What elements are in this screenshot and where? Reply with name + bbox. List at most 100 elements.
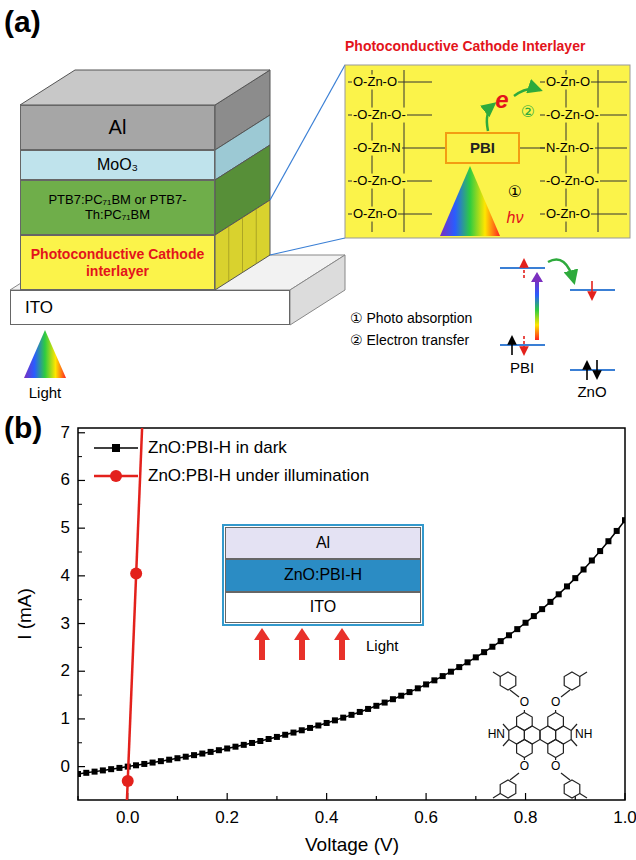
figure-label: ①: [508, 183, 522, 201]
data-marker-square: [199, 751, 205, 757]
data-marker-square: [183, 754, 189, 760]
substrate-layer: ITO: [10, 290, 290, 325]
node-text: ITO: [310, 598, 336, 616]
data-marker-square: [357, 709, 363, 715]
y-tick: [78, 575, 85, 576]
data-marker-square: [349, 712, 355, 718]
x-tick: [624, 793, 625, 800]
data-marker-square: [581, 567, 587, 573]
data-marker-square: [407, 689, 413, 695]
zoom-line: [270, 65, 345, 200]
ring: [548, 713, 564, 731]
y-tick: [78, 528, 85, 529]
data-marker-square: [158, 758, 164, 764]
tick-label: 0.6: [414, 808, 438, 828]
lattice-row: N-Zn-O-: [545, 141, 595, 156]
photon-beam: [440, 166, 500, 236]
data-marker-square: [191, 752, 197, 758]
methyl-bond: [580, 672, 587, 677]
figure-label: hν: [507, 209, 524, 227]
tick-label: 1.0: [613, 808, 636, 828]
data-marker-square: [373, 703, 379, 709]
x-tick: [177, 796, 178, 800]
interlayer-grid-line: [256, 209, 257, 264]
data-marker-square: [523, 620, 529, 626]
data-marker-square: [605, 538, 611, 544]
methyl-bond: [493, 672, 500, 677]
x-tick: [425, 793, 426, 800]
ito-side-face: [290, 255, 345, 325]
data-marker-square: [423, 681, 429, 687]
data-marker-square: [274, 734, 280, 740]
inset-layer: Al: [225, 527, 421, 559]
node-text: PTB7:PC₇₁BM or PTB7-Th:PC₇₁BM: [26, 193, 209, 223]
tick-label: 4: [61, 566, 70, 586]
data-marker-square: [208, 749, 214, 755]
tick-label: 1: [61, 709, 70, 729]
tick-label: 7: [61, 423, 70, 443]
data-marker-square: [465, 659, 471, 665]
y-tick: [78, 480, 85, 481]
plot-frame: [78, 428, 625, 800]
data-marker-square: [622, 517, 625, 523]
y-tick: [78, 432, 85, 433]
lattice-bond: [598, 70, 599, 232]
inset-frame: [223, 525, 423, 625]
energy-level: [570, 369, 615, 371]
data-marker-square: [506, 632, 512, 638]
data-marker-square: [390, 696, 396, 702]
legend-text: ZnO:PBI-H under illumination: [148, 466, 369, 486]
light-beam: [24, 330, 66, 378]
node-text: MoO₃: [97, 156, 138, 174]
data-marker-square: [498, 638, 504, 644]
lattice-bond: [404, 70, 405, 232]
data-marker-square: [398, 693, 404, 699]
lattice-row: O-Zn-O: [352, 75, 398, 90]
x-tick: [525, 793, 526, 800]
bond: [561, 690, 570, 697]
data-marker-square: [415, 685, 421, 691]
data-marker-square: [572, 575, 578, 581]
node-text: Al: [316, 534, 330, 552]
device-layer: Al: [20, 105, 215, 150]
data-marker-square: [539, 606, 545, 612]
legend-marker: [110, 470, 122, 482]
y-tick: [78, 718, 85, 719]
y-minor-tick: [78, 695, 82, 696]
y-minor-tick: [78, 456, 82, 457]
figure-label: O: [520, 760, 529, 774]
phenyl-ring: [500, 672, 516, 690]
data-marker-square: [315, 722, 321, 728]
data-marker-square: [531, 613, 537, 619]
y-minor-tick: [78, 504, 82, 505]
figure-label: e: [495, 86, 508, 114]
data-marker-square: [92, 769, 98, 775]
data-marker-circle: [122, 775, 134, 787]
figure-label: (a): [4, 5, 41, 40]
figure-label: NH: [575, 728, 592, 742]
data-marker-square: [324, 720, 330, 726]
dark-curve: [78, 520, 625, 774]
electron-spin-arrow: [586, 362, 588, 380]
plot-area: [78, 428, 625, 800]
ring: [517, 740, 533, 758]
legend-line-sample: [92, 438, 142, 458]
electron-transfer-arrow: [514, 89, 540, 96]
lattice-row: -O-Zn-O-: [352, 108, 407, 123]
data-marker-square: [166, 757, 172, 763]
legend-item: ZnO:PBI-H in dark: [92, 434, 369, 462]
data-marker-square: [216, 747, 222, 753]
data-marker-square: [456, 664, 462, 670]
figure-label: ZnO: [577, 383, 606, 400]
molecule-structure: [493, 672, 587, 798]
data-marker-square: [340, 715, 346, 721]
legend-line-sample: [92, 466, 142, 486]
node-text: Photoconductive Cathode Interlayer: [345, 38, 585, 54]
data-marker-square: [133, 762, 139, 768]
data-marker-square: [448, 669, 454, 675]
data-marker-circle: [130, 567, 142, 579]
data-marker-square: [547, 599, 553, 605]
interlayer-grid-line: [242, 218, 243, 273]
al-top-face: [20, 70, 270, 105]
legend-item: ZnO:PBI-H under illumination: [92, 462, 369, 490]
